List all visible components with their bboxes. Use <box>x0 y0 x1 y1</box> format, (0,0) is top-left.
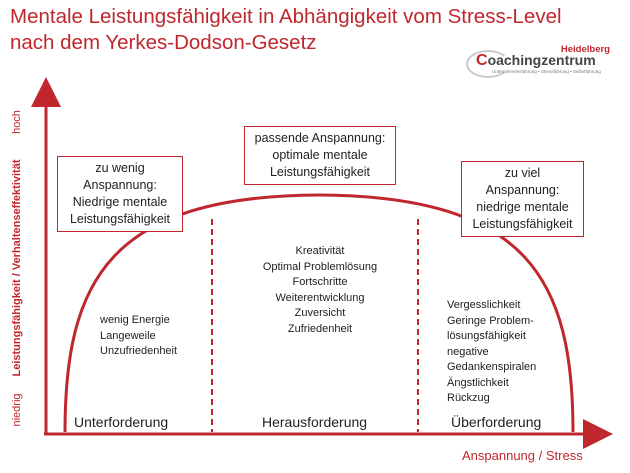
y-axis-high-label: hoch <box>11 110 23 134</box>
list-item: Geringe Problem- <box>447 314 534 327</box>
list-item: Gedankenspiralen <box>447 361 537 373</box>
box-optimal-line-1: passende Anspannung: <box>254 131 386 145</box>
logo-initial: C <box>476 52 488 69</box>
box-low-line-2: Anspannung: <box>83 178 157 192</box>
box-high-line-1: zu viel <box>504 166 541 180</box>
list-item: Rückzug <box>447 392 490 404</box>
list-item: Kreativität <box>295 245 345 257</box>
list-item: Zufriedenheit <box>287 322 353 335</box>
logo-tagline: Unternehmensführung • Stressführung • Se… <box>492 69 601 74</box>
logo-wordmark-rest: oachingzentrum <box>487 52 596 68</box>
list-item: Langeweile <box>100 329 156 342</box>
logo-wordmark: Coachingzentrum <box>476 52 596 70</box>
list-item: Weiterentwicklung <box>275 291 365 304</box>
title-line-2: nach dem Yerkes-Dodson-Gesetz <box>10 31 317 54</box>
list-item: Vergesslichkeit <box>447 299 521 311</box>
box-optimal-line-2: optimale mentale <box>272 148 368 162</box>
box-low-line-3: Niedrige mentale <box>72 195 168 209</box>
box-high-line-3: niedrige mentale <box>476 200 569 214</box>
y-axis-label: Leistungsfähigkeit / Verhaltenseffektivi… <box>11 159 23 377</box>
box-low-line-4: Leistungsfähigkeit <box>69 212 171 226</box>
box-optimal-tension: passende Anspannung: optimale mentale Le… <box>244 126 396 185</box>
list-item: negative <box>447 345 489 358</box>
performance-curve <box>63 193 575 433</box>
page-title: Mentale Leistungsfähigkeit in Abhängigke… <box>10 4 562 56</box>
box-optimal-line-3: Leistungsfähigkeit <box>269 165 371 179</box>
zone-mid-items: Kreativität Optimal Problemlösung Fortsc… <box>250 244 390 337</box>
box-high-line-2: Anspannung: <box>485 183 560 197</box>
zone-high-items: Vergesslichkeit Geringe Problem- lösungs… <box>447 298 536 407</box>
y-axis-low-label: niedrig <box>11 393 23 427</box>
zone-label-overload: Überforderung <box>451 414 542 430</box>
list-item: Unzufriedenheit <box>100 345 178 357</box>
list-item: lösungsfähigkeit <box>447 330 526 342</box>
coachingzentrum-logo: Heidelberg Coachingzentrum Unternehmensf… <box>466 44 614 80</box>
box-low-tension: zu wenig Anspannung: Niedrige mentale Le… <box>57 156 183 232</box>
box-high-line-4: Leistungsfähigkeit <box>472 217 573 231</box>
x-axis-label: Anspannung / Stress <box>462 448 583 463</box>
logo-city: Heidelberg <box>560 44 610 55</box>
list-item: Zuversicht <box>294 307 346 319</box>
title-line-1: Mentale Leistungsfähigkeit in Abhängigke… <box>10 5 562 28</box>
list-item: Ängstlichkeit <box>447 376 509 389</box>
zone-label-challenge: Herausforderung <box>262 414 368 430</box>
list-item: Optimal Problemlösung <box>262 260 378 273</box>
zone-low-items: wenig Energie Langeweile Unzufriedenheit <box>100 313 177 360</box>
box-high-tension: zu viel Anspannung: niedrige mentale Lei… <box>461 161 584 237</box>
zone-label-underload: Unterforderung <box>74 414 169 430</box>
box-low-line-1: zu wenig <box>95 161 145 175</box>
logo-swoosh-icon <box>466 50 510 78</box>
list-item: wenig Energie <box>100 314 170 326</box>
list-item: Fortschritte <box>292 276 348 288</box>
